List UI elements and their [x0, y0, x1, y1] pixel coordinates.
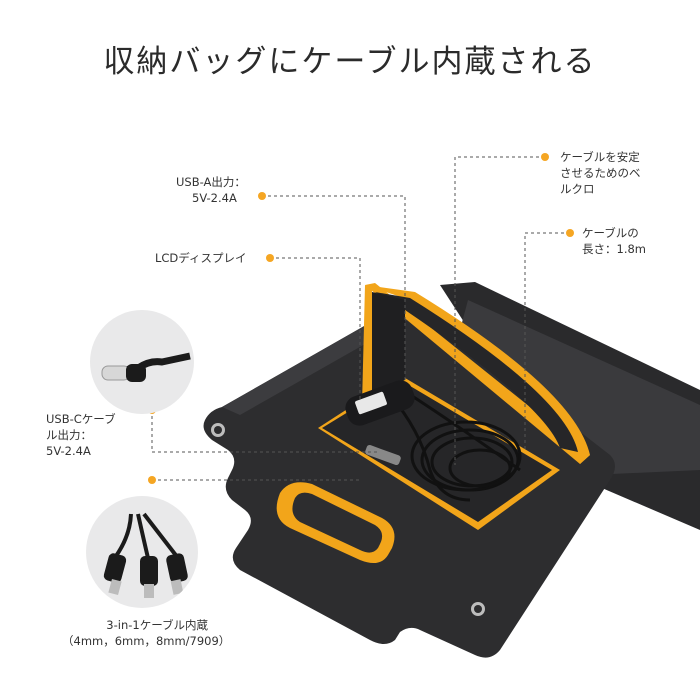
three-in-one-cable-photo — [86, 496, 198, 608]
carry-handle — [276, 482, 395, 564]
usb-c-cable-photo — [90, 310, 194, 414]
cable-length-label: ケーブルの 長さ：1.8m — [582, 226, 646, 256]
three-in-one-cable-label: 3-in-1ケーブル内蔵 （4mm，6mm，8mm/7909） — [62, 618, 231, 648]
velcro-label: ケーブルを安定 させるためのベ ルクロ — [560, 150, 641, 196]
lcd-display-label: LCDディスプレイ — [155, 251, 247, 265]
lcd-module — [345, 380, 415, 426]
storage-pouch — [318, 283, 590, 530]
usb-a-output-label: USB-A出力： 5V-2.4A — [176, 175, 246, 205]
page-title: 収納バッグにケーブル内蔵される — [103, 44, 597, 80]
usb-c-output-label: USB-Cケーブ ル出力： 5V-2.4A — [46, 412, 116, 458]
